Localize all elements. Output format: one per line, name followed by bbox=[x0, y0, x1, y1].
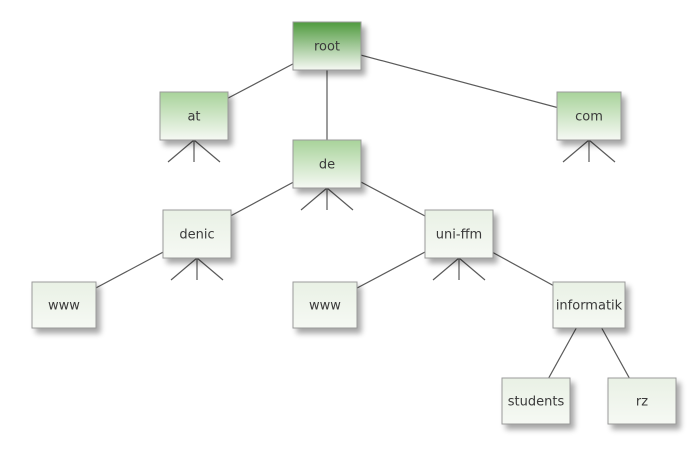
node-label-www-denic: www bbox=[48, 299, 80, 314]
node-box-root bbox=[292, 21, 362, 71]
stubs-layer bbox=[167, 139, 616, 281]
stub-de bbox=[300, 187, 354, 211]
node-students: students bbox=[501, 377, 571, 425]
node-denic: denic bbox=[162, 209, 232, 259]
node-rz: rz bbox=[607, 377, 677, 425]
node-box-com bbox=[556, 91, 622, 141]
node-label-informatik: informatik bbox=[556, 299, 623, 314]
node-label-at: at bbox=[187, 110, 200, 125]
node-box-informatik bbox=[552, 281, 626, 329]
node-uni-ffm: uni-ffm bbox=[424, 209, 494, 259]
node-box-at bbox=[159, 91, 229, 141]
node-at: at bbox=[159, 91, 229, 141]
stub-uni-ffm bbox=[432, 257, 486, 281]
nodes-layer: root at de com denic uni-ffm www www informatik s… bbox=[31, 21, 677, 425]
node-label-uni-ffm: uni-ffm bbox=[436, 228, 482, 243]
node-root: root bbox=[292, 21, 362, 71]
node-box-denic bbox=[162, 209, 232, 259]
edge-root-com bbox=[326, 45, 590, 117]
stub-com bbox=[562, 139, 616, 163]
node-label-root: root bbox=[314, 40, 340, 55]
node-com: com bbox=[556, 91, 622, 141]
node-box-uni-ffm bbox=[424, 209, 494, 259]
node-label-rz: rz bbox=[636, 395, 648, 410]
node-label-com: com bbox=[575, 110, 603, 125]
node-box-students bbox=[501, 377, 571, 425]
stub-at bbox=[167, 139, 221, 163]
node-label-students: students bbox=[508, 395, 565, 410]
node-box-www-uni bbox=[292, 281, 358, 329]
stub-denic bbox=[170, 257, 224, 281]
edges-layer bbox=[63, 45, 643, 402]
node-label-de: de bbox=[319, 158, 335, 173]
node-box-de bbox=[292, 139, 362, 189]
node-label-www-uni: www bbox=[309, 299, 341, 314]
node-de: de bbox=[292, 139, 362, 189]
node-box-www-denic bbox=[31, 281, 97, 329]
node-informatik: informatik bbox=[552, 281, 626, 329]
node-www-denic: www bbox=[31, 281, 97, 329]
node-www-uni: www bbox=[292, 281, 358, 329]
node-box-rz bbox=[607, 377, 677, 425]
node-label-denic: denic bbox=[179, 228, 214, 243]
